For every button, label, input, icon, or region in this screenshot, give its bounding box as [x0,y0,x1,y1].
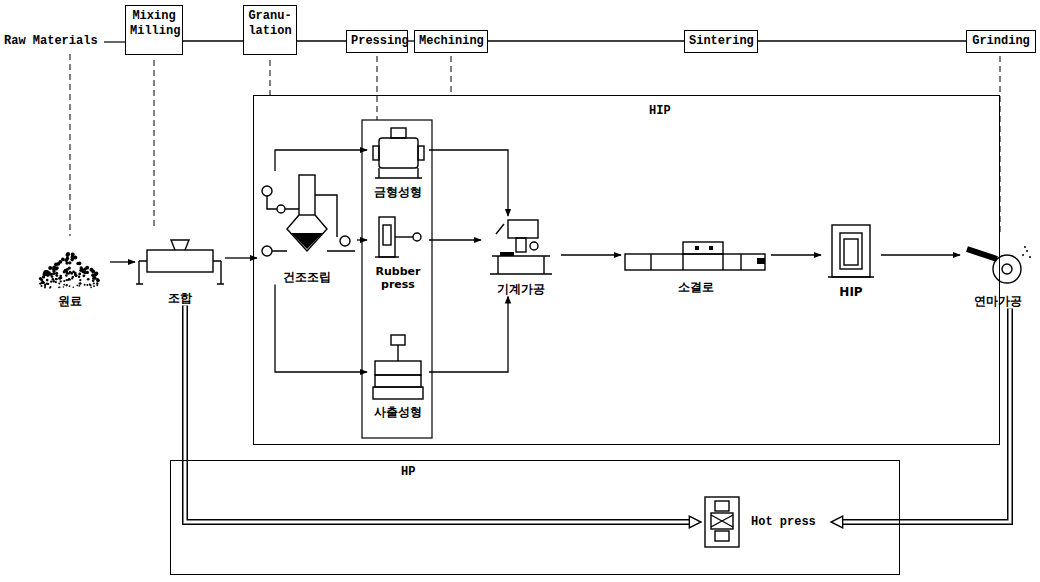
dryer-icon [257,171,357,266]
node-label: Granu- lation [248,9,291,38]
connector-line [881,254,960,255]
connector-line [185,305,691,522]
connector-line [841,308,1010,522]
grinder-icon [963,235,1033,290]
process-region: HP Hot press [170,460,900,575]
node-label: 조합 [135,291,225,305]
double-flow-arrow [831,308,1010,522]
flow-arrow [275,284,367,372]
pressing-group-frame [362,120,432,438]
process-step-box: Grinding [966,30,1036,53]
connector-line [183,40,243,41]
connector-line [561,254,621,255]
flow-arrow [429,240,481,241]
hotpress-icon [701,493,743,551]
connector-line [831,308,1010,522]
flow-arrow [488,41,684,42]
node-label: 사출성형 [367,405,429,419]
connector-line [488,40,684,41]
equipment-node: 금형성형 [367,126,429,199]
process-step-box: Pressing [346,30,408,53]
equipment-node: 사출성형 [367,331,429,419]
dashed-leader [377,56,378,120]
connector-line [357,239,367,240]
flow-arrow [429,296,508,372]
connector-line [429,296,508,372]
double-flow-arrow [185,305,701,522]
hip-icon [826,221,876,281]
flow-arrow [357,240,367,241]
flow-arrow [297,41,346,42]
connector-line [429,150,508,216]
flow-arrow [881,255,960,256]
connector-line [110,261,135,262]
node-label: 금형성형 [367,185,429,199]
dashed-leader [154,60,155,228]
process-region: HIP 건조조립 금형성형 Rubber press 사출성형 기계가공 소결로 HIP [253,95,1000,445]
flow-arrow [110,262,135,263]
node-label: Sintering [689,34,754,48]
equipment-node: 소결로 [621,236,771,294]
equipment-node: HIP [821,221,881,299]
equipment-node: 기계가공 [481,216,561,296]
flow-arrow [561,255,621,256]
process-step-box: Sintering [684,30,758,53]
node-label: 원료 [30,294,110,308]
equipment-node: 조합 [135,232,225,305]
stage-label: Raw Materials [4,34,98,48]
die-icon [371,126,426,181]
inject-icon [371,331,426,401]
dashed-leader [70,54,71,236]
process-step-box: Mixing Milling [125,5,183,55]
rubber-icon [371,213,426,261]
lathe-icon [486,216,556,278]
connector-line [275,284,367,372]
node-label: Mechining [419,34,484,48]
equipment-node: 건조조립 [257,171,357,284]
process-step-box: Mechining [414,30,488,53]
flow-arrow [275,150,367,171]
flow-arrow [758,41,966,42]
connector-line [758,40,966,41]
node-label: HP [401,465,415,479]
equipment-node: Hot press [701,493,831,551]
mixer-icon [135,232,225,287]
connector-line [771,254,821,255]
node-label: 연마가공 [960,294,1035,308]
flow-arrow [183,41,243,42]
connector-line [429,239,481,240]
node-label: Mixing Milling [130,9,180,38]
pile-icon [30,240,110,290]
dashed-leader [270,60,271,95]
connector-line [275,150,367,171]
node-label: 소결로 [621,280,771,294]
node-label: HIP [821,285,881,299]
flow-arrow [771,255,821,256]
connector-line [297,40,346,41]
node-label: 건조조립 [257,270,357,284]
flow-line [104,41,125,42]
equipment-node: 원료 [30,240,110,308]
furnace-icon [621,236,771,276]
node-label: HIP [649,104,671,118]
equipment-node: Rubber press [367,213,429,291]
node-label: 기계가공 [481,282,561,296]
equipment-node: 연마가공 [960,235,1035,308]
node-label: Grinding [972,34,1030,48]
dashed-leader [451,56,452,95]
connector-line [185,305,701,522]
flow-arrow [429,150,508,216]
process-step-box: Granu- lation [243,5,297,55]
node-label: Pressing [351,34,409,48]
node-label: Hot press [751,515,816,529]
node-label: Rubber press [367,265,429,291]
connector-line [185,305,691,522]
connector-line [841,308,1010,522]
